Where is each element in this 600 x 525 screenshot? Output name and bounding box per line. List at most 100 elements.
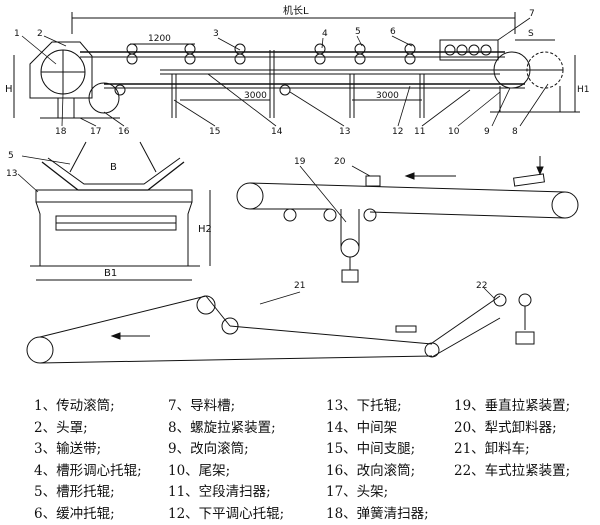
- callout-7: 7: [529, 9, 535, 19]
- take-up-schematic: 19 20: [237, 156, 578, 282]
- callout-22: 22: [476, 281, 487, 291]
- tripper-belt-b: [206, 296, 230, 326]
- leg-right: [188, 202, 192, 266]
- material-block-bottom: [396, 326, 416, 332]
- legend-item: 12、下平调心托辊;: [168, 504, 284, 525]
- callout-20-leader: [352, 166, 370, 176]
- head-frame: [58, 98, 74, 118]
- legend-item: 9、改向滚筒;: [168, 439, 284, 461]
- schematic-belt-top: [250, 183, 565, 192]
- callout-leaders: [22, 18, 548, 126]
- legend-item: 7、导料槽;: [168, 396, 284, 418]
- side-elevation: 机长L 1200 H: [5, 4, 590, 137]
- conveyor-diagram: 机长L 1200 H: [0, 0, 600, 400]
- callout-4: 4: [322, 29, 328, 39]
- schematic-roller: [364, 209, 376, 221]
- callout-19: 19: [294, 157, 306, 167]
- section-callout-5: 5: [8, 151, 14, 161]
- section-callout-13: 13: [6, 169, 17, 179]
- idler-bracket-left: [70, 142, 86, 172]
- legend-column-2: 7、导料槽; 8、螺旋拉紧装置; 9、改向滚筒; 10、尾架; 11、空段清扫器…: [168, 396, 284, 525]
- legend-item: 11、空段清扫器;: [168, 482, 284, 504]
- legend-item: 20、犁式卸料器;: [454, 418, 570, 440]
- tripper-upper-pulley: [197, 296, 215, 314]
- schematic-belt-return-b: [370, 212, 565, 218]
- schematic-tail-pulley: [552, 192, 578, 218]
- tripper-belt-a: [40, 296, 206, 337]
- carriage-counterweight: [516, 332, 534, 344]
- callout-21-leader: [260, 292, 300, 304]
- callout-17: 17: [90, 127, 101, 137]
- legend-item: 14、中间架: [326, 418, 429, 440]
- tripper-schematic: 21 22: [27, 281, 534, 363]
- b-label: B: [110, 162, 117, 173]
- feed-arrowhead: [537, 167, 543, 174]
- carriage-belt-lower: [432, 318, 500, 357]
- material-block: [514, 174, 545, 186]
- legend-column-1: 1、传动滚筒; 2、头罩; 3、输送带; 4、槽形调心托辊; 5、槽形托辊; 6…: [34, 396, 142, 525]
- legend-item: 1、传动滚筒;: [34, 396, 142, 418]
- carriage-belt-upper: [432, 296, 500, 343]
- callout-13: 13: [339, 127, 350, 137]
- tripper-tail-pulley: [27, 337, 53, 363]
- callout-1: 1: [14, 29, 20, 39]
- tripper-belt-c: [230, 326, 432, 344]
- b1-label: B1: [104, 268, 117, 279]
- h1-label: H1: [577, 85, 590, 95]
- legend-item: 21、卸料车;: [454, 439, 570, 461]
- callout-10: 10: [448, 127, 460, 137]
- schematic-head-pulley: [237, 183, 263, 209]
- legend-column-3: 13、下托辊; 14、中间架 15、中间支腿; 16、改向滚筒; 17、头架; …: [326, 396, 429, 525]
- callout-9: 9: [484, 127, 490, 137]
- legend-item: 15、中间支腿;: [326, 439, 429, 461]
- schematic-roller: [284, 209, 296, 221]
- leg-left: [36, 202, 40, 266]
- plow-discharger: [366, 176, 380, 186]
- legend-item: 13、下托辊;: [326, 396, 429, 418]
- legend-item: 8、螺旋拉紧装置;: [168, 418, 284, 440]
- tripper-roller: [425, 343, 439, 357]
- flow-arrowhead: [406, 173, 414, 179]
- legend-item: 5、槽形托辊;: [34, 482, 142, 504]
- legend-column-4: 19、垂直拉紧装置; 20、犁式卸料器; 21、卸料车; 22、车式拉紧装置;: [454, 396, 570, 482]
- callout-14: 14: [271, 127, 283, 137]
- legend: 1、传动滚筒; 2、头罩; 3、输送带; 4、槽形调心托辊; 5、槽形托辊; 6…: [0, 396, 600, 524]
- dim-3000-b-label: 3000: [376, 91, 399, 101]
- callout-16: 16: [118, 127, 130, 137]
- carriage-pulley-a: [494, 294, 506, 306]
- section-callout-5-leader: [22, 156, 70, 164]
- cross-section: B B1 H2 5 13: [6, 142, 212, 280]
- legend-item: 18、弹簧清扫器;: [326, 504, 429, 525]
- legend-item: 3、输送带;: [34, 439, 142, 461]
- callout-2: 2: [37, 29, 43, 39]
- chute-rollers: [445, 45, 491, 55]
- callout-11: 11: [414, 127, 425, 137]
- carrying-idlers: [127, 44, 415, 64]
- idler-bracket-right: [140, 142, 156, 172]
- dim-3000-a-label: 3000: [244, 91, 267, 101]
- legend-item: 4、槽形调心托辊;: [34, 461, 142, 483]
- legend-item: 17、头架;: [326, 482, 429, 504]
- h2-label: H2: [198, 224, 212, 235]
- legend-item: 6、缓冲托辊;: [34, 504, 142, 525]
- callout-15: 15: [209, 127, 220, 137]
- schematic-roller: [324, 209, 336, 221]
- idler-frame: [36, 190, 192, 202]
- legend-item: 10、尾架;: [168, 461, 284, 483]
- h-label: H: [5, 84, 13, 95]
- carriage-pulley-b: [519, 294, 531, 306]
- callout-18: 18: [55, 127, 67, 137]
- return-idler: [280, 85, 290, 95]
- callout-12: 12: [392, 127, 403, 137]
- length-label: 机长L: [283, 4, 309, 17]
- callout-20: 20: [334, 157, 346, 167]
- dim-1200-label: 1200: [148, 34, 171, 44]
- callout-5: 5: [355, 27, 361, 37]
- bottom-flow-arrowhead: [112, 333, 120, 339]
- callout-19-leader: [300, 166, 346, 222]
- section-callout-13-leader: [18, 174, 38, 192]
- callout-6: 6: [390, 27, 396, 37]
- legend-item: 19、垂直拉紧装置;: [454, 396, 570, 418]
- tripper-belt-return: [40, 356, 432, 363]
- legend-item: 16、改向滚筒;: [326, 461, 429, 483]
